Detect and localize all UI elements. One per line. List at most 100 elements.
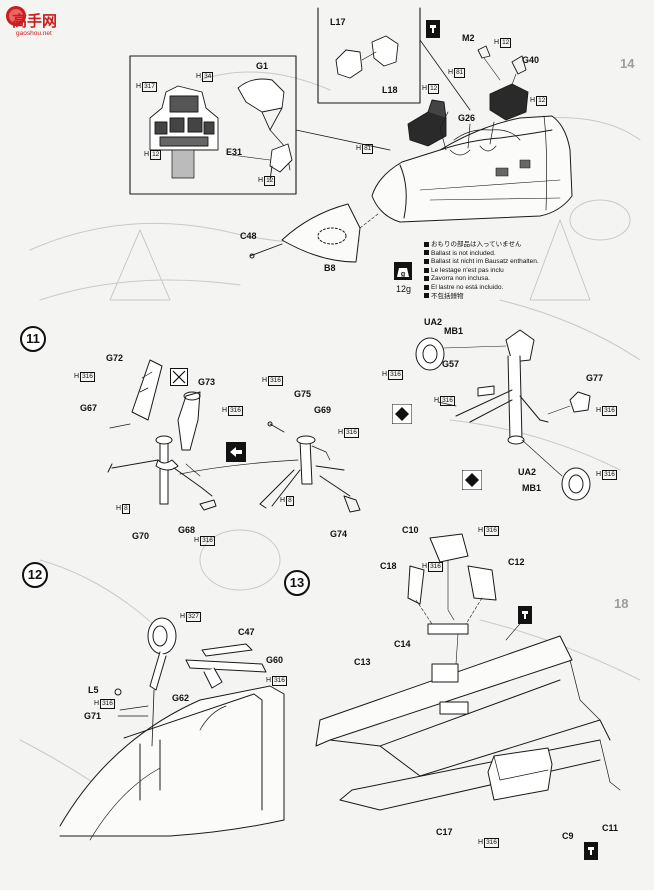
hardware-number: 316 bbox=[80, 372, 95, 382]
step-number: 12 bbox=[22, 562, 48, 588]
ballast-note-line: 不包括錘物 bbox=[424, 293, 539, 302]
hardware-number: 316 bbox=[440, 396, 455, 406]
part-label: G72 bbox=[106, 353, 124, 363]
part-label: C11 bbox=[602, 823, 619, 833]
hardware-number: 8 bbox=[122, 504, 130, 514]
watermark-url: gaoshou.net bbox=[16, 30, 52, 37]
ballast-note-line: El lastre no está incluido. bbox=[424, 284, 539, 293]
nose-gear-assembly-center-drawing bbox=[259, 421, 361, 513]
bleed-page-number: 18 bbox=[614, 596, 629, 611]
direction-arrow-box-icon bbox=[226, 442, 246, 462]
hardware-number: 316 bbox=[484, 838, 499, 848]
canopy-parts-l17-l18-drawing bbox=[335, 35, 399, 79]
part-label: C9 bbox=[562, 831, 574, 841]
part-label: L5 bbox=[88, 685, 99, 695]
part-label: MB1 bbox=[444, 326, 464, 336]
weight-icon: g bbox=[394, 262, 412, 280]
part-label: L17 bbox=[330, 17, 346, 27]
hardware-number: 81 bbox=[454, 68, 466, 78]
ballast-note-line: Ballast is not included. bbox=[424, 250, 539, 259]
hardware-number: 316 bbox=[228, 406, 243, 416]
part-label: L18 bbox=[382, 85, 398, 95]
part-label: G74 bbox=[330, 529, 348, 539]
hardware-number: 316 bbox=[602, 406, 617, 416]
hardware-number: 12 bbox=[428, 84, 440, 94]
part-label: C18 bbox=[380, 561, 397, 571]
hardware-number: 327 bbox=[186, 612, 201, 622]
part-label: G57 bbox=[442, 359, 460, 369]
part-label: G68 bbox=[178, 525, 196, 535]
ballast-weight: 12g bbox=[396, 284, 412, 294]
nose-gear-assembly-left-drawing bbox=[107, 359, 217, 511]
part-label: M2 bbox=[462, 33, 475, 43]
cross-out-box-icon bbox=[170, 368, 188, 386]
part-label: G60 bbox=[266, 655, 284, 665]
part-label: UA2 bbox=[424, 317, 443, 327]
nose-cone-b8-drawing bbox=[249, 203, 379, 263]
hardware-number: 12 bbox=[150, 150, 162, 160]
part-label: G73 bbox=[198, 377, 216, 387]
ballast-note: おもりの部品は入っていません Ballast is not included. … bbox=[424, 241, 539, 301]
paint-color-mark-icon bbox=[584, 842, 598, 860]
main-gear-assembly-drawing bbox=[415, 329, 591, 501]
inset-canopy-detail-frame bbox=[317, 7, 421, 104]
hardware-number: 81 bbox=[362, 144, 374, 154]
hardware-number: 8 bbox=[286, 496, 294, 506]
part-label: G71 bbox=[84, 711, 102, 721]
watermark-characters: 高手网 bbox=[12, 13, 58, 30]
gear-bay-step12-drawing bbox=[59, 617, 285, 841]
ejection-seat-drawing bbox=[407, 83, 529, 147]
part-e31-drawing bbox=[231, 143, 293, 181]
instrument-panel-drawing bbox=[149, 85, 219, 179]
ballast-note-line: Ballast ist nicht im Bausatz enthalten. bbox=[424, 258, 539, 267]
part-label: G70 bbox=[132, 531, 150, 541]
diamond-mark-icon bbox=[462, 470, 482, 490]
forward-fuselage-drawing bbox=[371, 111, 573, 223]
watermark-logo bbox=[4, 4, 72, 38]
globe-logo-icon bbox=[6, 6, 26, 26]
step-number: 11 bbox=[20, 326, 46, 352]
part-label: G62 bbox=[172, 693, 190, 703]
diamond-mark-icon bbox=[392, 404, 412, 424]
paint-color-mark-icon bbox=[518, 606, 532, 624]
ballast-note-line: おもりの部品は入っていません bbox=[424, 241, 539, 250]
part-label: C14 bbox=[394, 639, 411, 649]
part-label: C12 bbox=[508, 557, 525, 567]
bleed-through-artwork bbox=[19, 71, 641, 801]
hardware-number: 12 bbox=[536, 96, 548, 106]
ballast-note-line: Zavorra non inclusa. bbox=[424, 275, 539, 284]
hardware-number: 316 bbox=[100, 699, 115, 709]
hardware-number: 316 bbox=[428, 562, 443, 572]
hardware-number: 316 bbox=[344, 428, 359, 438]
part-label: G75 bbox=[294, 389, 312, 399]
hardware-number: 316 bbox=[272, 676, 287, 686]
hardware-number: 316 bbox=[200, 536, 215, 546]
hardware-number: 12 bbox=[500, 38, 512, 48]
paint-color-mark-icon bbox=[426, 20, 440, 38]
bleed-page-number: 14 bbox=[620, 56, 635, 71]
hardware-number: 316 bbox=[602, 470, 617, 480]
svg-text:g: g bbox=[401, 271, 405, 278]
